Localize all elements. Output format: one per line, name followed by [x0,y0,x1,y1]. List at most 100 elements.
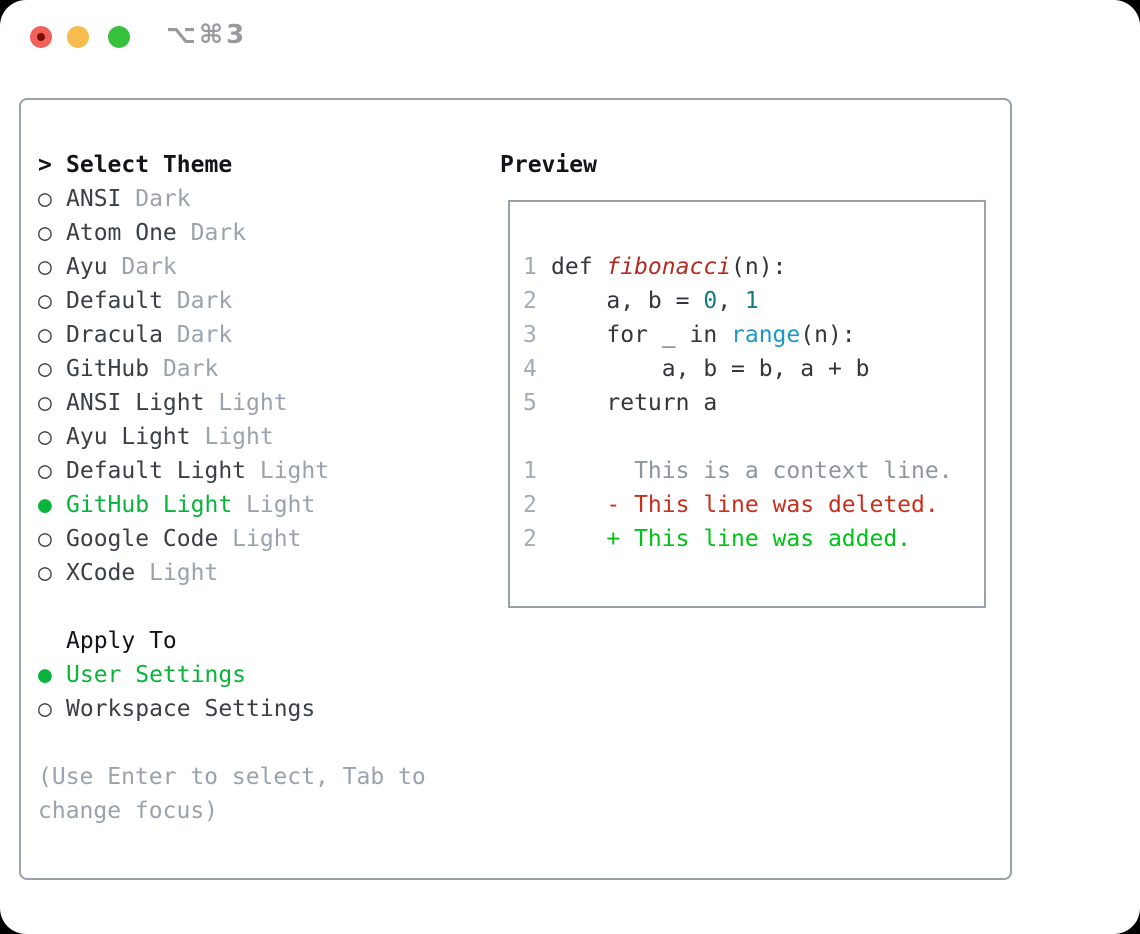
theme-option-name: Default Light [66,458,247,484]
apply-to-title-label: Apply To [66,628,177,654]
code-token: fibonacci [606,254,732,280]
code-token: return a [551,390,718,416]
code-text: a, b = b, a + b [551,352,870,386]
code-text: a, b = 0, 1 [551,284,759,318]
code-text: This is a context line. [551,454,953,488]
theme-option-default[interactable]: ○ Default Dark [38,284,329,318]
code-text: return a [551,386,717,420]
code-token: 1 [744,288,759,314]
theme-option-atom-one[interactable]: ○ Atom One Dark [38,216,329,250]
code-line: 5 return a [523,386,984,420]
theme-option-name: GitHub Light [66,492,233,518]
theme-list-title: > Select Theme [38,148,329,182]
theme-list-title-label: Select Theme [66,152,233,178]
theme-option-dracula[interactable]: ○ Dracula Dark [38,318,329,352]
code-token: a, b = [551,288,704,314]
theme-option-variant: Dark [162,356,219,382]
code-token: This is a context line. [551,458,953,484]
theme-option-name: Ayu [66,254,108,280]
radio-icon: ○ [38,186,52,212]
theme-option-variant: Light [204,424,274,450]
apply-option-label: Workspace Settings [66,696,316,722]
code-text: + This line was added. [551,522,911,556]
theme-option-variant: Dark [190,220,247,246]
apply-to-title-spacer [38,624,66,658]
theme-option-name: Atom One [66,220,177,246]
theme-option-variant: Light [259,458,330,484]
radio-icon: ○ [38,696,52,722]
code-line: 2 - This line was deleted. [523,488,984,522]
line-number: 2 [523,492,537,518]
theme-option-variant: Dark [135,186,191,212]
apply-option-user-settings[interactable]: ●User Settings [38,658,315,692]
close-button[interactable] [30,26,52,48]
theme-option-google-code[interactable]: ○ Google Code Light [38,522,329,556]
line-number: 2 [523,526,537,552]
preview-title: Preview [500,152,597,178]
minimize-button[interactable] [67,26,89,48]
theme-option-name: Default [66,288,163,314]
theme-option-variant: Light [246,492,316,518]
radio-icon: ○ [38,322,52,348]
code-text: - This line was deleted. [551,488,939,522]
radio-icon: ○ [38,526,52,552]
line-number [523,420,551,454]
line-number: 3 [523,322,537,348]
code-token: (n): [800,322,856,348]
window-shortcut-label: ⌥⌘3 [166,20,248,50]
code-line: 1 This is a context line. [523,454,984,488]
code-line: 2 + This line was added. [523,522,984,556]
code-token: for _ in [551,322,732,348]
theme-option-name: ANSI Light [66,390,205,416]
code-token: - This line was deleted. [551,492,939,518]
code-token: 0 [703,288,718,314]
theme-option-name: XCode [66,560,136,586]
theme-option-variant: Dark [121,254,177,280]
theme-option-ansi[interactable]: ○ ANSI Dark [38,182,329,216]
hint-line: (Use Enter to select, Tab to [38,764,426,790]
theme-option-default-light[interactable]: ○ Default Light Light [38,454,329,488]
code-line: 2 a, b = 0, 1 [523,284,984,318]
theme-option-name: Dracula [66,322,163,348]
close-button-dot-icon [37,33,45,41]
theme-option-variant: Light [218,390,288,416]
prompt-icon: > [38,152,52,178]
code-text: def fibonacci(n): [551,250,786,284]
theme-option-name: GitHub [66,356,150,382]
line-number: 5 [523,390,537,416]
theme-option-name: ANSI [66,186,122,212]
apply-option-workspace-settings[interactable]: ○ Workspace Settings [38,692,315,726]
radio-icon: ○ [38,560,52,586]
zoom-button[interactable] [108,26,130,48]
radio-icon: ○ [38,458,52,484]
theme-option-variant: Dark [176,322,233,348]
code-token: + This line was added. [551,526,912,552]
apply-to-title: Apply To [38,624,315,658]
line-number: 2 [523,288,537,314]
code-token: , [717,288,745,314]
code-token: def [551,254,607,280]
radio-icon: ○ [38,220,52,246]
titlebar: ⌥⌘3 [0,0,1140,80]
radio-icon: ○ [38,424,52,450]
theme-option-github-light[interactable]: ● GitHub Light Light [38,488,329,522]
code-line: 3 for _ in range(n): [523,318,984,352]
radio-selected-icon: ● [38,492,52,518]
line-number: 4 [523,356,537,382]
theme-option-variant: Dark [176,288,233,314]
code-line: 4 a, b = b, a + b [523,352,984,386]
radio-icon: ○ [38,288,52,314]
radio-selected-icon: ● [38,662,52,688]
theme-option-name: Google Code [66,526,219,552]
theme-option-variant: Light [232,526,302,552]
